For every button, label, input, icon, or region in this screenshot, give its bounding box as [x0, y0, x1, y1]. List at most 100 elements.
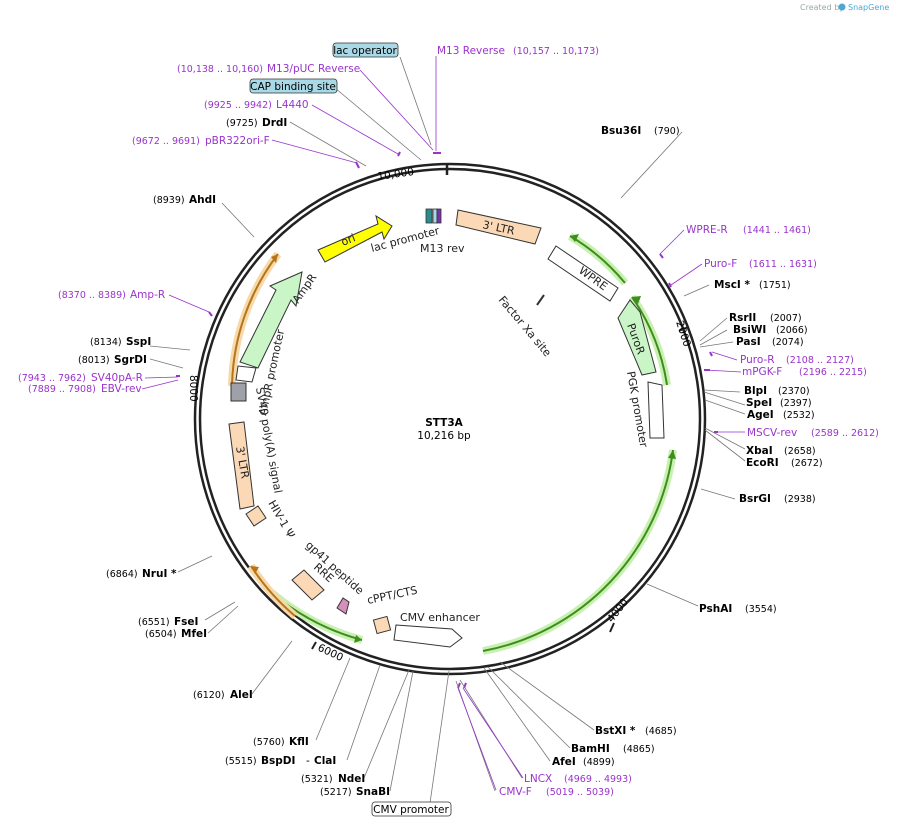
ltr3-left-label: 3' LTR — [233, 445, 252, 480]
sv40-polya-feature — [230, 382, 247, 402]
cppt-feature — [336, 597, 350, 615]
primer-pbr322-name: pBR322ori-F — [205, 135, 270, 147]
enzyme-drdi-pos: (9725) — [226, 118, 258, 129]
enzyme-bstxi-pos: (4685) — [645, 726, 677, 737]
enzyme-sgrdi-pos: (8013) — [78, 355, 110, 366]
enzyme-pasi-name: PasI — [736, 336, 761, 348]
enzyme-snabi-pos: (5217) — [320, 787, 352, 798]
cds-arrow-head — [668, 450, 676, 459]
enzyme-bspdi-name: BspDI — [261, 755, 295, 767]
enzyme-snabi-name: SnaBI — [356, 786, 390, 798]
ltr3-left-feature — [228, 421, 255, 510]
primer-pbr322-range: (9672 .. 9691) — [132, 136, 200, 147]
primer-cmv-f-name: CMV-F — [499, 786, 532, 798]
enzyme-separator: - — [306, 755, 310, 767]
primer-amp-r-range: (8370 .. 8389) — [58, 290, 126, 301]
enzyme-bspdi-pos: (5515) — [225, 756, 257, 767]
primer-leader-lines — [141, 56, 745, 791]
ltr3-top-feature — [455, 209, 542, 245]
m13-rev-mark — [436, 208, 442, 224]
cap-site-label: CAP binding site — [250, 81, 336, 93]
enzyme-rsrii-name: RsrII — [729, 312, 756, 324]
lac-operator-label: lac operator — [333, 45, 397, 57]
cmv-promoter-box — [371, 801, 452, 817]
enzyme-pasi-pos: (2074) — [772, 337, 804, 348]
tick-label-8000: 8000 — [187, 375, 199, 402]
enzyme-pshai-name: PshAI — [699, 603, 732, 615]
enzyme-alei-name: AleI — [230, 689, 253, 701]
enzyme-clai-name: ClaI — [314, 755, 336, 767]
enzyme-pshai-pos: (3554) — [745, 604, 777, 615]
enzyme-bamhi-name: BamHI — [571, 743, 610, 755]
enzyme-nrui-pos: (6864) — [106, 569, 138, 580]
plasmid-length: 10,216 bp — [417, 430, 471, 442]
enzyme-nrui-name: NruI * — [142, 568, 177, 580]
sv40-polya-label: SV40 poly(A) signal — [253, 386, 284, 494]
enzyme-agei-name: AgeI — [747, 409, 774, 421]
cppt-label: cPPT/CTS — [366, 584, 419, 607]
cmv-enhancer-feature — [393, 624, 463, 648]
enzyme-fsei-pos: (6551) — [138, 617, 170, 628]
primer-mpgk-f-name: mPGK-F — [742, 366, 782, 378]
enzyme-ecori-name: EcoRI — [746, 457, 779, 469]
enzyme-bstxi-name: BstXI * — [595, 725, 636, 737]
enzyme-ahdi-name: AhdI — [189, 194, 216, 206]
primer-mscv-rev-name: MSCV-rev — [747, 427, 797, 439]
primer-puro-r-name: Puro-R — [740, 354, 775, 366]
enzyme-bsu36i-name: Bsu36I — [601, 125, 641, 137]
cmv-enhancer-label: CMV enhancer — [400, 611, 480, 624]
puror-feature — [617, 299, 657, 376]
primer-m13-reverse-name: M13 Reverse — [437, 45, 505, 57]
enzyme-kfli-pos: (5760) — [253, 737, 285, 748]
puro-arrow-head — [632, 296, 641, 304]
enzyme-blpi-name: BlpI — [744, 385, 767, 397]
ori-label: ori — [339, 231, 357, 248]
cds-arrow — [482, 449, 674, 652]
primer-puro-f-name: Puro-F — [704, 258, 737, 270]
enzyme-alei-pos: (6120) — [193, 690, 225, 701]
lac-operator-mark — [432, 208, 438, 224]
tick-4000 — [609, 622, 615, 633]
primer-l4440-range: (9925 .. 9942) — [204, 100, 272, 111]
hiv-psi-label: HIV-1 Ψ — [265, 498, 297, 541]
primer-m13-reverse-range: (10,157 .. 10,173) — [513, 46, 599, 57]
gag-arrow-head — [354, 635, 362, 643]
primer-m13puc-range: (10,138 .. 10,160) — [177, 64, 263, 75]
tick-2000 — [678, 326, 689, 332]
tick-label-10000: 10,000 — [377, 166, 415, 183]
orange-arrow-lower-bg — [247, 563, 298, 620]
primer-amp-r-name: Amp-R — [130, 289, 165, 301]
credit-brand: SnapGene — [848, 3, 889, 12]
lac-promoter-mark — [425, 208, 433, 224]
tick-6000 — [311, 641, 317, 650]
enzyme-msci-name: MscI * — [714, 279, 750, 291]
wpre-arrow-head — [570, 234, 579, 242]
enzyme-afei-pos: (4899) — [583, 757, 615, 768]
lac-operator-box — [332, 42, 399, 58]
enzyme-ndei-name: NdeI — [338, 773, 365, 785]
enzyme-labels: DrdI (9725) AhdI (8939) Bsu36I (790) Msc… — [78, 117, 823, 798]
primer-labels: M13 Reverse (10,157 .. 10,173) M13/pUC R… — [18, 45, 879, 798]
primer-sv40pa-r-range: (7943 .. 7962) — [18, 373, 86, 384]
backbone-inner-ring — [198, 167, 702, 671]
enzyme-sgrdi-name: SgrDI — [114, 354, 147, 366]
orange-arrow-upper — [231, 253, 279, 387]
ori-feature — [317, 214, 393, 263]
backbone-outer-ring — [193, 162, 707, 676]
primer-sv40pa-r-name: SV40pA-R — [91, 372, 143, 384]
enzyme-mfei-name: MfeI — [181, 628, 207, 640]
m13-rev-label: M13 rev — [420, 242, 465, 255]
orange-arrow-upper-head — [271, 254, 278, 263]
puro-arrow — [631, 296, 668, 386]
hiv-psi-feature — [245, 505, 267, 527]
enzyme-blpi-pos: (2370) — [778, 386, 810, 397]
tick-label-2000: 2000 — [673, 319, 693, 348]
enzyme-xbai-name: XbaI — [746, 445, 773, 457]
gag-arrow-bg — [269, 589, 364, 644]
primer-puro-r-range: (2108 .. 2127) — [786, 355, 854, 366]
pgk-promoter-label: PGK promoter — [624, 370, 650, 448]
primer-lncx-range: (4969 .. 4993) — [564, 774, 632, 785]
enzyme-spei-name: SpeI — [746, 397, 772, 409]
pgk-promoter-feature — [647, 381, 665, 439]
enzyme-agei-pos: (2532) — [783, 410, 815, 421]
